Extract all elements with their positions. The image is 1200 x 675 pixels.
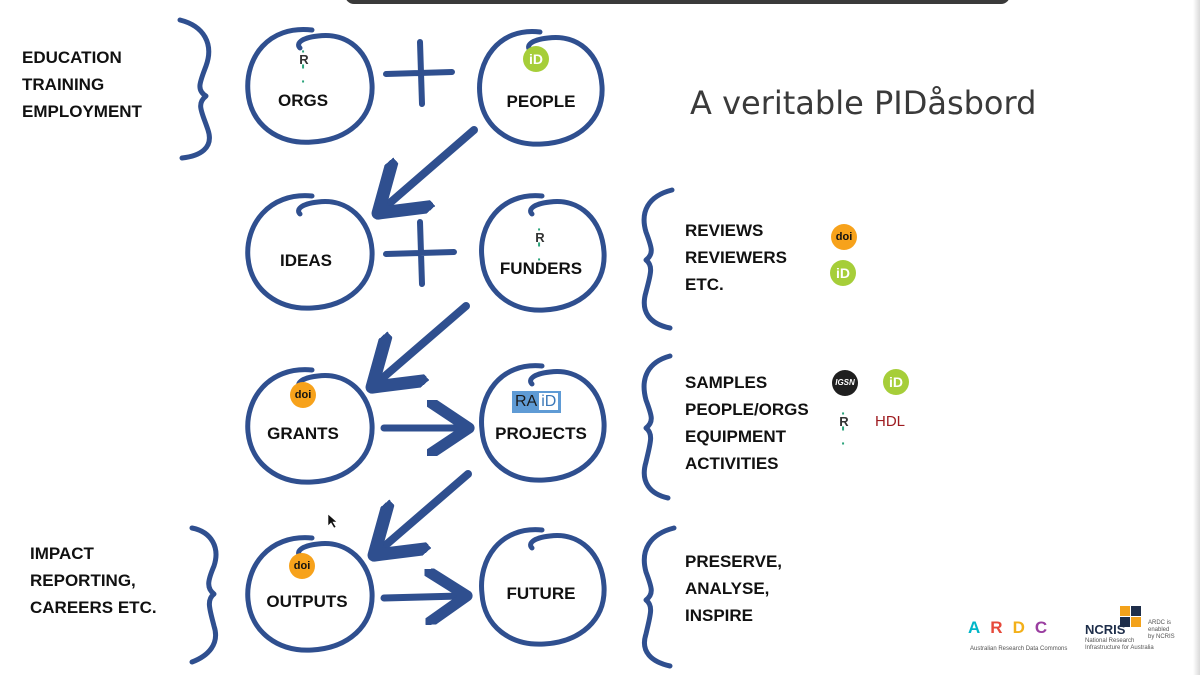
label-careers: CAREERS ETC. <box>30 598 157 617</box>
label-reviews-group: REVIEWS REVIEWERS ETC. <box>685 217 787 298</box>
label-etc: ETC. <box>685 275 724 294</box>
label-equipment: EQUIPMENT <box>685 427 787 446</box>
hdl-label: HDL <box>875 413 906 430</box>
label-education: EDUCATION <box>22 48 122 67</box>
ardc-enabled-note: ARDC is enabled by NCRIS <box>1148 620 1175 641</box>
brace-samples <box>641 353 673 501</box>
label-training: TRAINING <box>22 75 105 94</box>
plus-top <box>383 39 455 107</box>
node-grants: GRANTS <box>267 424 339 443</box>
doi-icon: doi <box>290 382 316 408</box>
mouse-cursor <box>327 513 338 529</box>
enabled-line-2: enabled <box>1148 627 1170 633</box>
plus-middle <box>383 219 457 287</box>
ardc-letter-a: A <box>968 618 981 637</box>
slide-title: A veritable PIDåsbord <box>690 84 1037 122</box>
ardc-letter-r: R <box>990 618 1003 637</box>
node-outputs: OUTPUTS <box>266 592 348 611</box>
node-orgs: ORGS <box>277 91 329 110</box>
ardc-caption: Australian Research Data Commons <box>970 646 1068 652</box>
label-people-orgs: PEOPLE/ORGS <box>685 400 809 419</box>
label-inspire: INSPIRE <box>685 606 754 625</box>
label-samples-group: SAMPLES PEOPLE/ORGS EQUIPMENT ACTIVITIES <box>685 369 809 477</box>
circle-people <box>477 29 605 147</box>
enabled-line-1: ARDC is <box>1148 620 1172 626</box>
circle-projects <box>479 363 607 483</box>
label-education-group: EDUCATION TRAINING EMPLOYMENT <box>22 44 142 125</box>
brace-impact <box>189 525 219 665</box>
orcid-icon: iD <box>883 369 909 395</box>
label-preserve: PRESERVE, <box>685 552 783 571</box>
doi-icon: doi <box>289 553 315 579</box>
igsn-icon: IGSN <box>832 370 858 396</box>
label-impact-group: IMPACT REPORTING, CAREERS ETC. <box>30 540 157 621</box>
ardc-logo: A R D C <box>968 618 1047 638</box>
label-reviews: REVIEWS <box>685 221 764 240</box>
label-employment: EMPLOYMENT <box>22 102 142 121</box>
brace-education <box>177 17 212 161</box>
ncris-cube-icon <box>1120 606 1141 627</box>
orcid-icon: iD <box>830 260 856 286</box>
circle-funders <box>479 193 607 313</box>
arrow-projects-to-outputs <box>380 470 472 550</box>
brace-reviews <box>641 187 675 331</box>
node-projects: PROJECTS <box>495 424 587 443</box>
circle-ideas <box>245 193 375 311</box>
arrow-outputs-to-future <box>380 596 460 598</box>
node-future: FUTURE <box>506 584 576 603</box>
label-samples: SAMPLES <box>685 373 768 392</box>
brace-preserve <box>641 525 677 669</box>
circle-future <box>479 527 607 647</box>
arrow-funders-to-grants <box>378 302 470 382</box>
label-activities: ACTIVITIES <box>685 454 779 473</box>
label-analyse: ANALYSE, <box>685 579 770 598</box>
ardc-letter-c: C <box>1034 618 1048 637</box>
ardc-letter-d: D <box>1012 618 1025 637</box>
enabled-line-3: by NCRIS <box>1148 634 1175 640</box>
slide-edge-shadow <box>1193 0 1200 675</box>
window-top-bar <box>345 0 1010 4</box>
node-people: PEOPLE <box>506 92 576 111</box>
ncris-caption: National Research Infrastructure for Aus… <box>1085 638 1154 652</box>
node-funders: FUNDERS <box>499 259 583 278</box>
ncris-logo: NCRIS <box>1085 622 1126 637</box>
raid-prefix: RA <box>515 393 538 410</box>
ror-icon: R <box>836 405 852 451</box>
label-reviewers: REVIEWERS <box>685 248 788 267</box>
label-impact: IMPACT <box>30 544 94 563</box>
ror-icon: R <box>532 221 548 267</box>
arrow-people-to-ideas <box>384 126 478 208</box>
ncris-caption-line-1: National Research <box>1085 638 1135 644</box>
circle-grants <box>245 367 375 485</box>
raid-suffix: iD <box>539 393 559 410</box>
doi-icon: doi <box>831 224 857 250</box>
ror-icon: R <box>296 43 312 89</box>
label-preserve-group: PRESERVE, ANALYSE, INSPIRE <box>685 548 782 629</box>
label-reporting: REPORTING, <box>30 571 136 590</box>
orcid-icon: iD <box>523 46 549 72</box>
node-ideas: IDEAS <box>280 251 332 270</box>
ncris-caption-line-2: Infrastructure for Australia <box>1085 645 1154 651</box>
circle-orgs <box>245 27 375 145</box>
circle-outputs <box>245 535 375 653</box>
